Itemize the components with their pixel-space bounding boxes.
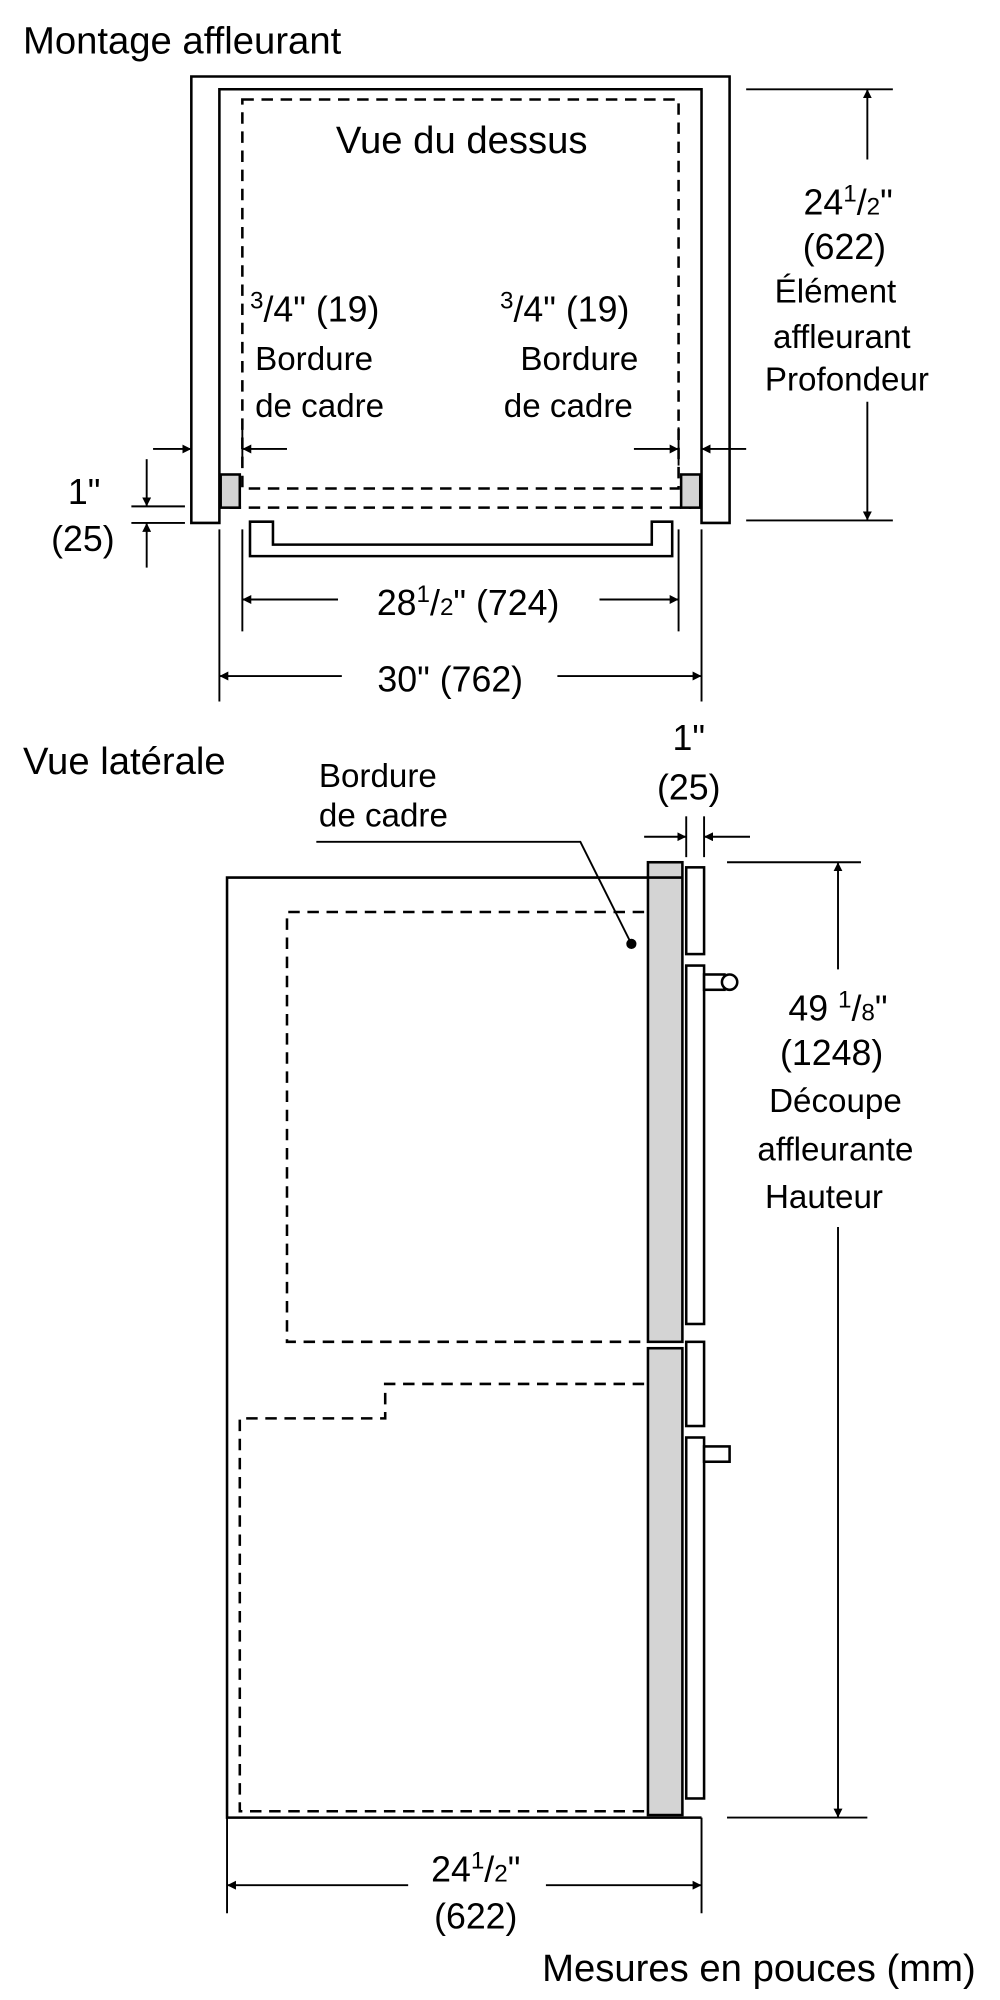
side-view-drawing [225,860,739,1914]
svg-text:30" (762): 30" (762) [377,659,523,699]
svg-text:3/4" (19): 3/4" (19) [250,288,379,330]
frame-strip-lower [646,1346,684,1817]
inner-width-dimension: 281/2" (724) [241,529,680,632]
svg-text:49 1/8": 49 1/8" [788,987,887,1029]
svg-text:(1248): (1248) [780,1033,883,1073]
side-depth-dimension: 241/2" (622) [227,1848,702,1937]
height-dimension: 49 1/8" (1248) Découpe affleurante Haute… [727,861,914,1819]
door-upper [684,964,706,1326]
svg-text:241/2": 241/2" [804,181,893,223]
svg-text:affleurante: affleurante [757,1132,913,1169]
offset-dimension: 1" (25) [51,459,185,568]
depth-dimension: 241/2" (622) Élément affleurant Profonde… [746,88,929,522]
svg-text:(25): (25) [51,519,115,559]
side-view-title: Vue latérale [23,740,226,783]
svg-text:Hauteur: Hauteur [765,1179,883,1216]
handle-lower [702,1445,731,1464]
handle-knob [720,973,739,992]
svg-text:241/2": 241/2" [431,1848,520,1890]
svg-text:Profondeur: Profondeur [765,361,929,398]
right-frame-block [679,473,702,509]
units-note: Mesures en pouces (mm) [542,1947,976,1990]
svg-text:de cadre: de cadre [255,388,384,425]
right-frame-dimension: 3/4" (19) Bordure de cadre [500,288,747,466]
svg-text:de cadre: de cadre [504,388,633,425]
svg-text:(25): (25) [657,768,721,808]
frame-strip-upper [646,860,684,1344]
frame-label-callout: Bordure de cadre [316,758,637,949]
door-gap-dimension: 1" (25) [644,718,750,858]
svg-text:de cadre: de cadre [319,798,448,835]
svg-text:Élément: Élément [775,273,897,310]
svg-text:Bordure: Bordure [255,341,373,378]
top-view-label: Vue du dessus [336,119,588,162]
top-view-drawing [190,75,731,558]
svg-text:Bordure: Bordure [319,758,437,795]
handle [248,520,674,558]
svg-text:Découpe: Découpe [769,1083,902,1120]
svg-text:281/2" (724): 281/2" (724) [377,581,560,623]
svg-text:1": 1" [673,718,706,758]
outer-width-dimension: 30" (762) [218,529,703,702]
svg-text:1": 1" [68,472,101,512]
left-frame-dimension: 3/4" (19) Bordure de cadre [153,288,384,466]
door-top-small [684,866,706,956]
door-lower [684,1436,706,1800]
svg-text:affleurant: affleurant [773,319,911,356]
svg-text:(622): (622) [434,1897,517,1937]
top-view-title: Montage affleurant [23,20,342,63]
svg-text:(622): (622) [803,227,886,267]
svg-text:3/4" (19): 3/4" (19) [500,288,629,330]
door-lower-small [684,1340,706,1428]
left-frame-block [219,473,242,509]
svg-text:Bordure: Bordure [520,341,638,378]
